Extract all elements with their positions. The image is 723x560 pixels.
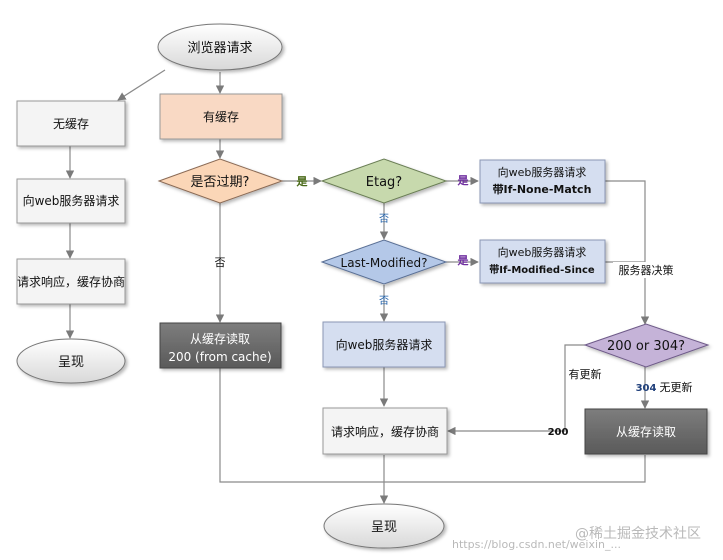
cache-read-200-box [159, 322, 282, 369]
no-cache-label: 无缓存 [53, 117, 89, 131]
expired-label: 是否过期? [191, 175, 250, 190]
bottom-render-label: 呈现 [371, 520, 397, 535]
mid-response-label: 请求响应，缓存协商 [331, 424, 439, 439]
not-updated-label: 无更新 [660, 380, 693, 394]
expired-no-label: 否 [215, 256, 226, 269]
edge-cacheread-to-merge [219, 368, 384, 483]
mid-response-box [322, 407, 448, 455]
edge-rightcache-to-merge [384, 455, 646, 483]
expired-yes-label: 是 [296, 175, 309, 188]
watermark-url: https://blog.csdn.net/weixin_... [452, 538, 621, 551]
cache-read-200-line1: 从缓存读取 [190, 332, 250, 346]
if-none-match-box [479, 159, 606, 204]
browser-request-label: 浏览器请求 [187, 40, 252, 56]
browser-request-node [157, 23, 283, 71]
etag-label: Etag? [366, 175, 402, 190]
edge-browser-to-nocache [117, 69, 166, 101]
left-request-box [16, 178, 126, 224]
expired-diamond [157, 158, 284, 204]
code-304-label: 304 [636, 383, 657, 394]
etag-yes-label: 是 [457, 174, 470, 187]
mid-request-label: 向web服务器请求 [336, 337, 433, 352]
etag-diamond [320, 158, 448, 204]
bottom-render-node [323, 503, 445, 549]
status-label: 200 or 304? [607, 339, 685, 354]
code-200-label: 200 [548, 427, 569, 438]
left-request-label: 向web服务器请求 [23, 193, 120, 208]
mid-request-box [322, 321, 446, 368]
edge-inm-to-decision [605, 180, 650, 325]
right-cache-read-box [584, 408, 708, 455]
cache-read-200-line2: 200 (from cache) [168, 350, 271, 364]
has-cache-box [159, 93, 283, 140]
has-cache-label: 有缓存 [203, 110, 239, 124]
last-modified-label: Last-Modified? [341, 256, 428, 270]
left-response-box [16, 258, 126, 305]
etag-no-label: 否 [379, 213, 389, 225]
server-decision-bg [613, 262, 680, 278]
if-none-match-line1: 向web服务器请求 [498, 165, 587, 179]
watermark-brand: @稀土掘金技术社区 [575, 526, 701, 542]
last-modified-diamond [320, 239, 448, 285]
status-diamond [583, 323, 710, 368]
no-cache-box [16, 100, 126, 147]
left-response-label: 请求响应，缓存协商 [17, 274, 125, 289]
server-decision-label: 服务器决策 [619, 263, 674, 277]
lastmod-no-label: 否 [379, 295, 389, 307]
if-none-match-line2: 带If-None-Match [493, 182, 592, 196]
if-modified-since-line2: 带If-Modified-Since [489, 263, 595, 276]
lastmod-yes-label: 是 [457, 254, 470, 267]
if-modified-since-box [479, 239, 606, 284]
left-render-node [16, 338, 126, 384]
if-modified-since-line1: 向web服务器请求 [498, 245, 587, 259]
right-cache-read-label: 从缓存读取 [616, 425, 676, 439]
edge-decision-200 [447, 344, 585, 436]
updated-label: 有更新 [569, 367, 602, 381]
left-render-label: 呈现 [58, 355, 84, 370]
